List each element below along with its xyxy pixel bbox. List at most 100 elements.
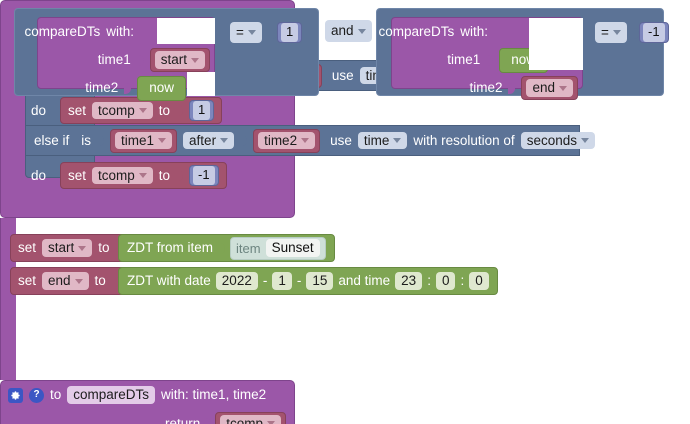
arg-value-now-left[interactable]: now: [137, 75, 186, 101]
arg-value-end[interactable]: end: [521, 76, 578, 100]
date-separator-1: -: [262, 273, 268, 289]
set-label: set: [68, 167, 87, 183]
empty-socket-right-2: [529, 44, 583, 70]
item-name-field[interactable]: Sunset: [265, 239, 320, 257]
value-plug: [486, 52, 494, 69]
variable-block-time2-b[interactable]: time2: [253, 128, 321, 153]
item-block[interactable]: item Sunset: [230, 236, 326, 260]
number-block-left[interactable]: 1: [277, 22, 303, 43]
value-plug: [270, 25, 278, 42]
zdt-with-date-label: ZDT with date: [127, 273, 211, 289]
set-tcomp-minus-one-block[interactable]: set tcomp to -1: [60, 162, 227, 189]
zdt-from-item-block[interactable]: ZDT from item item Sunset: [118, 234, 335, 262]
use-label-2: use: [330, 132, 352, 148]
number-value[interactable]: -1: [193, 166, 215, 185]
resolution-dropdown-seconds-2[interactable]: seconds: [520, 131, 595, 150]
variable-block-time1-b[interactable]: time1: [110, 128, 178, 153]
variable-dropdown-end[interactable]: end: [526, 79, 573, 97]
number-block-minus-one[interactable]: -1: [189, 165, 219, 186]
use-dropdown-time-2[interactable]: time: [357, 131, 408, 150]
month-field[interactable]: 1: [272, 272, 292, 290]
variable-dropdown-start[interactable]: start: [154, 51, 205, 69]
value-plug: [176, 102, 184, 119]
use-label-1: use: [331, 67, 354, 83]
datetime-now-label: now: [149, 80, 174, 96]
empty-socket-left: [157, 18, 215, 44]
and-operator-dropdown[interactable]: and: [325, 20, 372, 42]
set-end-block[interactable]: set end to: [10, 267, 127, 295]
and-operator-value: and: [331, 23, 354, 39]
return-variable-block[interactable]: tcomp: [215, 411, 286, 424]
chevron-down-icon: [612, 30, 621, 35]
comparator-value: =: [236, 24, 244, 40]
call-comparedts-right[interactable]: compareDTs with: time1 now time2 end: [378, 17, 583, 100]
variable-dropdown-time1[interactable]: time1: [115, 131, 173, 150]
value-plug: [218, 240, 226, 257]
right-comparison-group[interactable]: compareDTs with: time1 now time2 end: [376, 8, 669, 100]
set-tcomp-one-block[interactable]: set tcomp to 1: [60, 97, 223, 124]
time-separator-1: :: [427, 273, 431, 289]
variable-name: tcomp: [98, 167, 135, 183]
return-label: return: [164, 415, 201, 424]
call-name-left: compareDTs: [24, 24, 101, 40]
to-label: to: [158, 102, 171, 118]
variable-name: time2: [264, 132, 298, 148]
procedure-header[interactable]: ? to compareDTs with: time1, time2: [0, 380, 295, 409]
to-label: to: [158, 167, 171, 183]
do-label-1: do: [31, 103, 47, 118]
else-if-label: else if: [34, 132, 70, 148]
variable-name: start: [160, 52, 187, 68]
comparator-value: after: [189, 132, 217, 148]
gear-icon[interactable]: [8, 387, 23, 403]
variable-name: time1: [121, 132, 155, 148]
variable-dropdown-tcomp[interactable]: tcomp: [92, 101, 153, 120]
number-block-one[interactable]: 1: [189, 100, 215, 121]
zdt-with-date-block[interactable]: ZDT with date 2022 - 1 - 15 and time 23 …: [118, 267, 498, 295]
date-separator-2: -: [296, 273, 302, 289]
variable-name: tcomp: [98, 102, 135, 118]
variable-dropdown-end[interactable]: end: [42, 272, 89, 290]
chevron-down-icon: [559, 85, 567, 91]
set-label: set: [18, 273, 37, 289]
set-label: set: [18, 240, 37, 256]
number-value[interactable]: -1: [643, 23, 665, 42]
comparator-dropdown-after[interactable]: after: [183, 131, 235, 150]
procedure-return-row[interactable]: return tcomp: [0, 409, 295, 424]
chevron-down-icon: [158, 138, 167, 143]
procedure-name-field[interactable]: compareDTs: [67, 386, 156, 404]
arg-label-time2-right: time2: [469, 80, 503, 96]
number-value[interactable]: 1: [193, 101, 211, 120]
else-if-condition-row[interactable]: else if is time1 after time2 use time wi…: [25, 125, 595, 156]
year-field[interactable]: 2022: [215, 272, 258, 290]
arg-value-start[interactable]: start: [149, 48, 210, 72]
chevron-down-icon: [393, 138, 402, 143]
do-label-2: do: [31, 168, 47, 183]
variable-dropdown-tcomp[interactable]: tcomp: [92, 166, 153, 185]
chevron-down-icon: [580, 138, 589, 143]
procedure-params-label: with: time1, time2: [161, 387, 267, 403]
time-separator-2: :: [460, 273, 465, 289]
variable-name: end: [48, 273, 71, 289]
and-time-label: and time: [338, 273, 391, 289]
number-block-right[interactable]: -1: [639, 22, 669, 43]
number-value[interactable]: 1: [281, 23, 299, 42]
resolution-label-2: with resolution of: [413, 132, 515, 148]
day-field[interactable]: 15: [306, 272, 334, 290]
variable-dropdown-start[interactable]: start: [42, 239, 93, 257]
use-value: time: [363, 132, 390, 148]
variable-dropdown-tcomp[interactable]: tcomp: [220, 414, 281, 424]
variable-dropdown-time2[interactable]: time2: [258, 131, 316, 150]
chevron-down-icon: [267, 421, 275, 424]
value-plug: [508, 80, 516, 97]
question-mark-icon[interactable]: ?: [29, 387, 44, 403]
comparator-dropdown-right[interactable]: =: [595, 22, 627, 43]
second-field[interactable]: 0: [469, 272, 489, 290]
value-plug: [97, 132, 105, 149]
set-start-block[interactable]: set start to: [10, 234, 131, 262]
left-comparison-group[interactable]: compareDTs with: time1 start time2: [14, 8, 319, 101]
comparator-dropdown-left[interactable]: =: [230, 22, 262, 43]
value-plug: [204, 415, 212, 424]
minute-field[interactable]: 0: [435, 272, 456, 290]
hour-field[interactable]: 23: [395, 272, 423, 290]
